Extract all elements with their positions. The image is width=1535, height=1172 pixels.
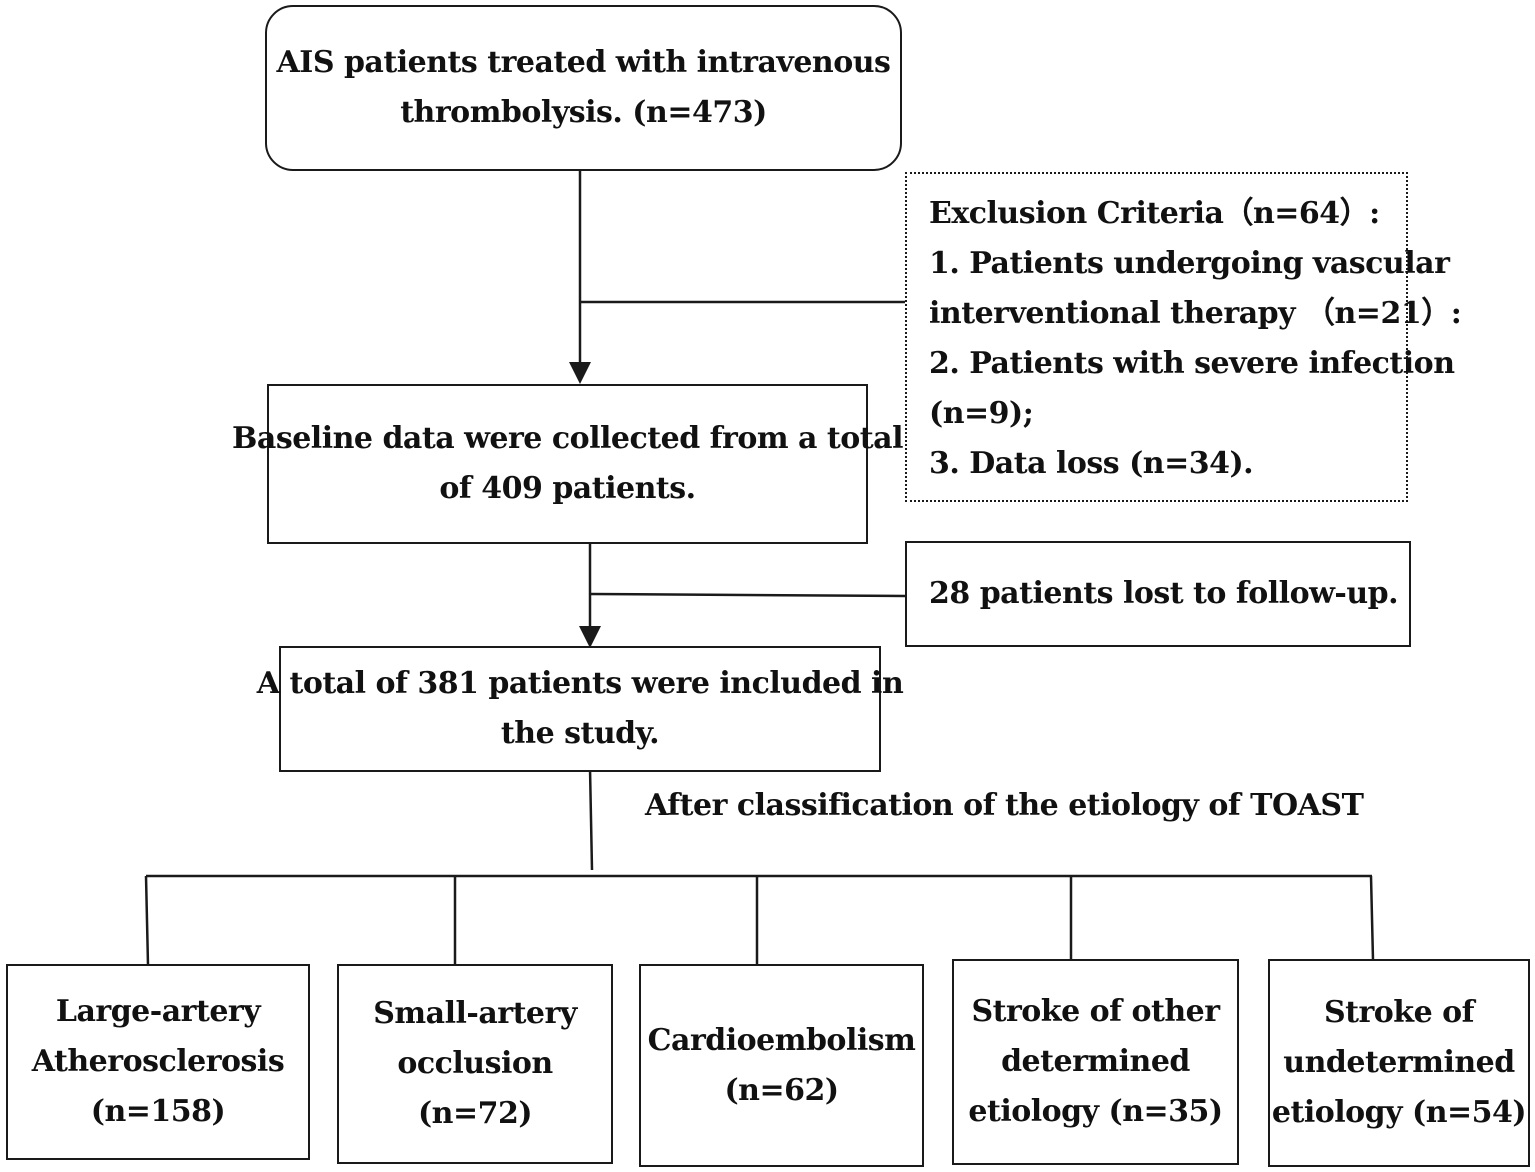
drop-large-artery — [144, 875, 150, 966]
exclusion-line-4: 2. Patients with severe infection — [929, 346, 1455, 381]
exclusion-line-6: 3. Data loss (n=34). — [929, 446, 1254, 481]
category-5-line-3: etiology (n=54) — [1271, 1095, 1527, 1130]
category-large-artery-box: Large-artery Atherosclerosis (n=158) — [6, 964, 310, 1160]
exclusion-line-2: 1. Patients undergoing vascular — [929, 246, 1450, 281]
category-4-line-2: determined — [1001, 1044, 1190, 1079]
category-3-line-2: (n=62) — [724, 1072, 839, 1108]
start-box: AIS patients treated with intravenous th… — [265, 5, 902, 171]
included-line-1: A total of 381 patients were included in — [256, 666, 904, 701]
category-5-line-2: undetermined — [1283, 1045, 1515, 1080]
included-line-2: the study. — [500, 716, 660, 751]
category-3-line-1: Cardioembolism — [647, 1022, 916, 1058]
exclusion-line-3: interventional therapy （n=21）: — [929, 296, 1462, 331]
classification-label: After classification of the etiology of … — [645, 788, 1364, 823]
category-2-line-3: (n=72) — [417, 1096, 533, 1131]
lost-to-follow-up-box: 28 patients lost to follow-up. — [905, 541, 1411, 647]
category-1-line-1: Large-artery — [55, 994, 261, 1029]
baseline-line-1: Baseline data were collected from a tota… — [232, 421, 903, 456]
baseline-box: Baseline data were collected from a tota… — [232, 384, 903, 544]
category-small-artery-box: Small-artery occlusion (n=72) — [337, 964, 613, 1164]
category-4-line-3: etiology (n=35) — [968, 1094, 1223, 1129]
exclusion-line-5: (n=9); — [929, 396, 1034, 431]
category-5-line-1: Stroke of — [1323, 995, 1475, 1030]
baseline-line-2: of 409 patients. — [439, 471, 696, 506]
branch-to-lost — [589, 592, 906, 598]
arrowhead-baseline — [569, 362, 591, 384]
category-cardioembolism-box: Cardioembolism (n=62) — [639, 964, 924, 1167]
category-other-determined-box: Stroke of other determined etiology (n=3… — [952, 959, 1239, 1165]
start-line-2: thrombolysis. (n=473) — [400, 95, 767, 130]
trunk-to-split — [588, 767, 594, 871]
category-4-line-1: Stroke of other — [971, 994, 1220, 1029]
category-2-line-1: Small-artery — [373, 996, 577, 1031]
category-1-line-2: Atherosclerosis — [31, 1044, 285, 1079]
category-1-line-3: (n=158) — [90, 1094, 226, 1129]
lost-line-1: 28 patients lost to follow-up. — [929, 576, 1399, 611]
category-undetermined-box: Stroke of undetermined etiology (n=54) — [1268, 959, 1530, 1167]
arrowhead-included — [579, 626, 601, 648]
start-line-1: AIS patients treated with intravenous — [276, 45, 891, 80]
category-2-line-2: occlusion — [397, 1046, 553, 1081]
drop-undetermined — [1369, 875, 1375, 961]
exclusion-line-1: Exclusion Criteria（n=64）: — [929, 196, 1380, 231]
exclusion-criteria-box: Exclusion Criteria（n=64）: 1. Patients un… — [905, 172, 1462, 502]
included-box: A total of 381 patients were included in… — [257, 646, 904, 772]
